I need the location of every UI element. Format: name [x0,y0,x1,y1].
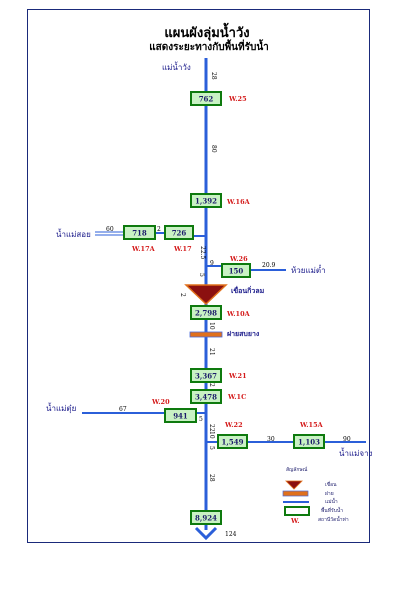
distance-label: 5 [199,416,203,423]
legend-dam-label: เขื่อน [325,481,337,488]
kiew-lom-dam-symbol [184,284,228,306]
station-area-value: 726 [172,229,187,238]
station-code: W.25 [228,95,247,103]
distance-label: 80 [210,145,217,153]
main-river-label: แม่น้ำวัง [162,61,191,72]
distance-label: 9 [210,260,214,267]
distance-label: 60 [106,226,114,233]
legend-station-code-box: W. [290,517,300,525]
station-w25: 762 W.25 [190,91,247,106]
station-code: W.10A [226,310,251,318]
distance-label: 28 [208,474,215,482]
distance-label: 2 [157,226,161,233]
legend-title: สัญลักษณ์ [286,466,308,473]
station-code: W.22 [224,421,243,429]
station-area-value: 3,367 [195,372,217,381]
distance-label: 2 [179,293,186,297]
station-area-value: 1,549 [222,438,244,447]
station-area-value: 762 [199,95,214,104]
distance-label: 20.9 [262,262,276,269]
station-w16a: 1,392 W.16A [190,193,251,208]
station-code: W.1C [227,393,246,401]
station-w21: 3,367 W.21 [190,368,247,383]
station-w20: 941 W.20 [151,398,197,423]
sop-yang-weir-label: ฝายสบยาง [227,330,260,338]
distance-label: 5 [208,446,215,450]
huai-mae-tam-label: ห้วยแม่ต๋ำ [291,264,326,275]
diagram-title: แผนผังลุ่มน้ำวัง [164,22,249,41]
station-code: W.26 [229,255,248,263]
station-area-value: 718 [132,229,147,238]
station-w17: 726 W.17 [164,225,194,253]
station-code: W.16A [226,198,251,206]
distance-label: 21 [208,348,215,356]
station-code: W.20 [151,398,170,406]
distance-label: 30 [267,436,275,443]
distance-label: 10 [208,431,215,439]
mae-soi-label: น้ำแม่สอย [56,228,91,239]
station-area-value: 1,103 [298,438,320,447]
station-code: W.15A [299,421,324,429]
legend-weir-icon [282,490,309,497]
sop-yang-weir-symbol [189,331,223,338]
station-w22: 1,549 W.22 [217,421,248,449]
distance-label: 90 [343,436,351,443]
station-area-value: 3,478 [195,393,217,402]
distance-label: 10 [208,322,215,330]
distance-label: 2 [208,383,215,387]
mae-tui-label: น้ำแม่ตุ๋ย [46,402,76,413]
distance-label: 124 [225,531,237,538]
distance-label: 22 [208,424,215,432]
station-area-value: 1,392 [195,197,217,206]
kiew-lom-dam-label: เขื่อนกิ่วลม [231,285,265,295]
legend: สัญลักษณ์ เขื่อน ฝาย แม่น้ำ พื้นที่รับน้… [282,466,349,525]
legend-river-label: แม่น้ำ [325,496,338,505]
station-w10a: 2,798 W.10A [190,305,251,320]
station-w1c: 3,478 W.1C [190,389,246,404]
legend-dam-icon [285,480,303,490]
station-code: W.17 [173,245,192,253]
diagram-subtitle: แสดงระยะทางกับพื้นที่รับน้ำ [149,39,269,53]
legend-station-icon [284,506,310,516]
river-flow-arrow [194,526,218,541]
station-w17a: 718 W.17A [123,225,156,253]
legend-station-area-label: พื้นที่รับน้ำ [321,505,343,514]
distance-label: 28 [210,72,217,80]
station-code: W.17A [131,245,156,253]
legend-station-code-label: สถานีวัดน้ำท่า [318,514,349,523]
mae-chang-label: น้ำแม่จาง [339,447,373,458]
legend-weir-label: ฝาย [325,491,334,497]
distance-label: 67 [119,406,127,413]
station-area-value: 8,924 [195,514,217,523]
station-outlet: 8,924 [190,510,222,525]
station-area-value: 2,798 [195,309,217,318]
station-code: W.21 [228,372,247,380]
station-w15a: 1,103 W.15A [293,421,325,449]
distance-label: 5 [198,273,205,277]
distance-label: 22.5 [199,246,206,260]
station-w26: 150 W.26 [221,255,251,278]
station-area-value: 150 [229,267,244,276]
station-area-value: 941 [173,412,188,421]
